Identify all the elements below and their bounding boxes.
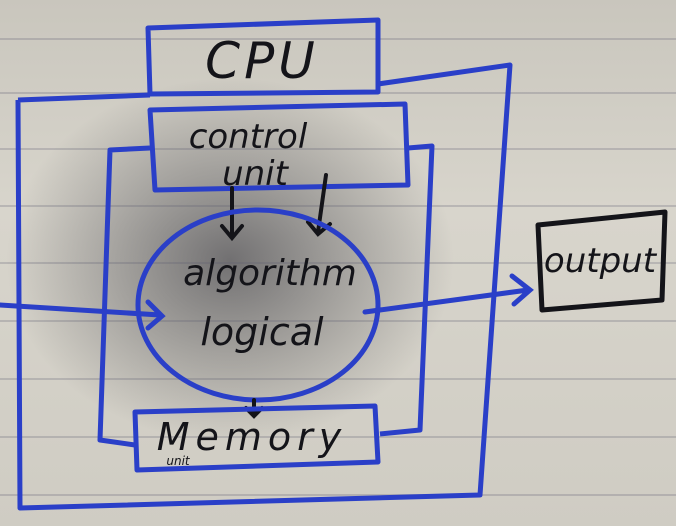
- memory-unit-box: [132, 403, 381, 473]
- cpu-label: CPU: [205, 32, 319, 90]
- inner-frame-left: [97, 145, 151, 448]
- cpu-outer-frame: [15, 62, 513, 511]
- output-box: [535, 209, 668, 313]
- alu-label: algorithm: [183, 253, 357, 294]
- ruled-line: [0, 205, 676, 207]
- cpu-title-box: [145, 17, 381, 97]
- output-arrow: [362, 273, 534, 315]
- output-label: output: [544, 241, 658, 281]
- ruled-line: [0, 436, 676, 438]
- ruled-line: [0, 262, 676, 264]
- alu-ellipse: [135, 207, 381, 403]
- memory-sublabel: unit: [166, 454, 191, 468]
- ruled-line: [0, 494, 676, 496]
- ruled-line: [0, 148, 676, 150]
- ruled-line: [0, 378, 676, 380]
- ruled-line: [0, 38, 676, 40]
- alu-sublabel: logical: [200, 310, 324, 354]
- inner-frame-right: [379, 143, 435, 437]
- input-arrow: [0, 299, 166, 331]
- memory-label: Memory: [157, 415, 348, 459]
- ruled-line: [0, 320, 676, 322]
- control-unit-label: control: [189, 117, 308, 157]
- control-unit-box: [147, 101, 411, 193]
